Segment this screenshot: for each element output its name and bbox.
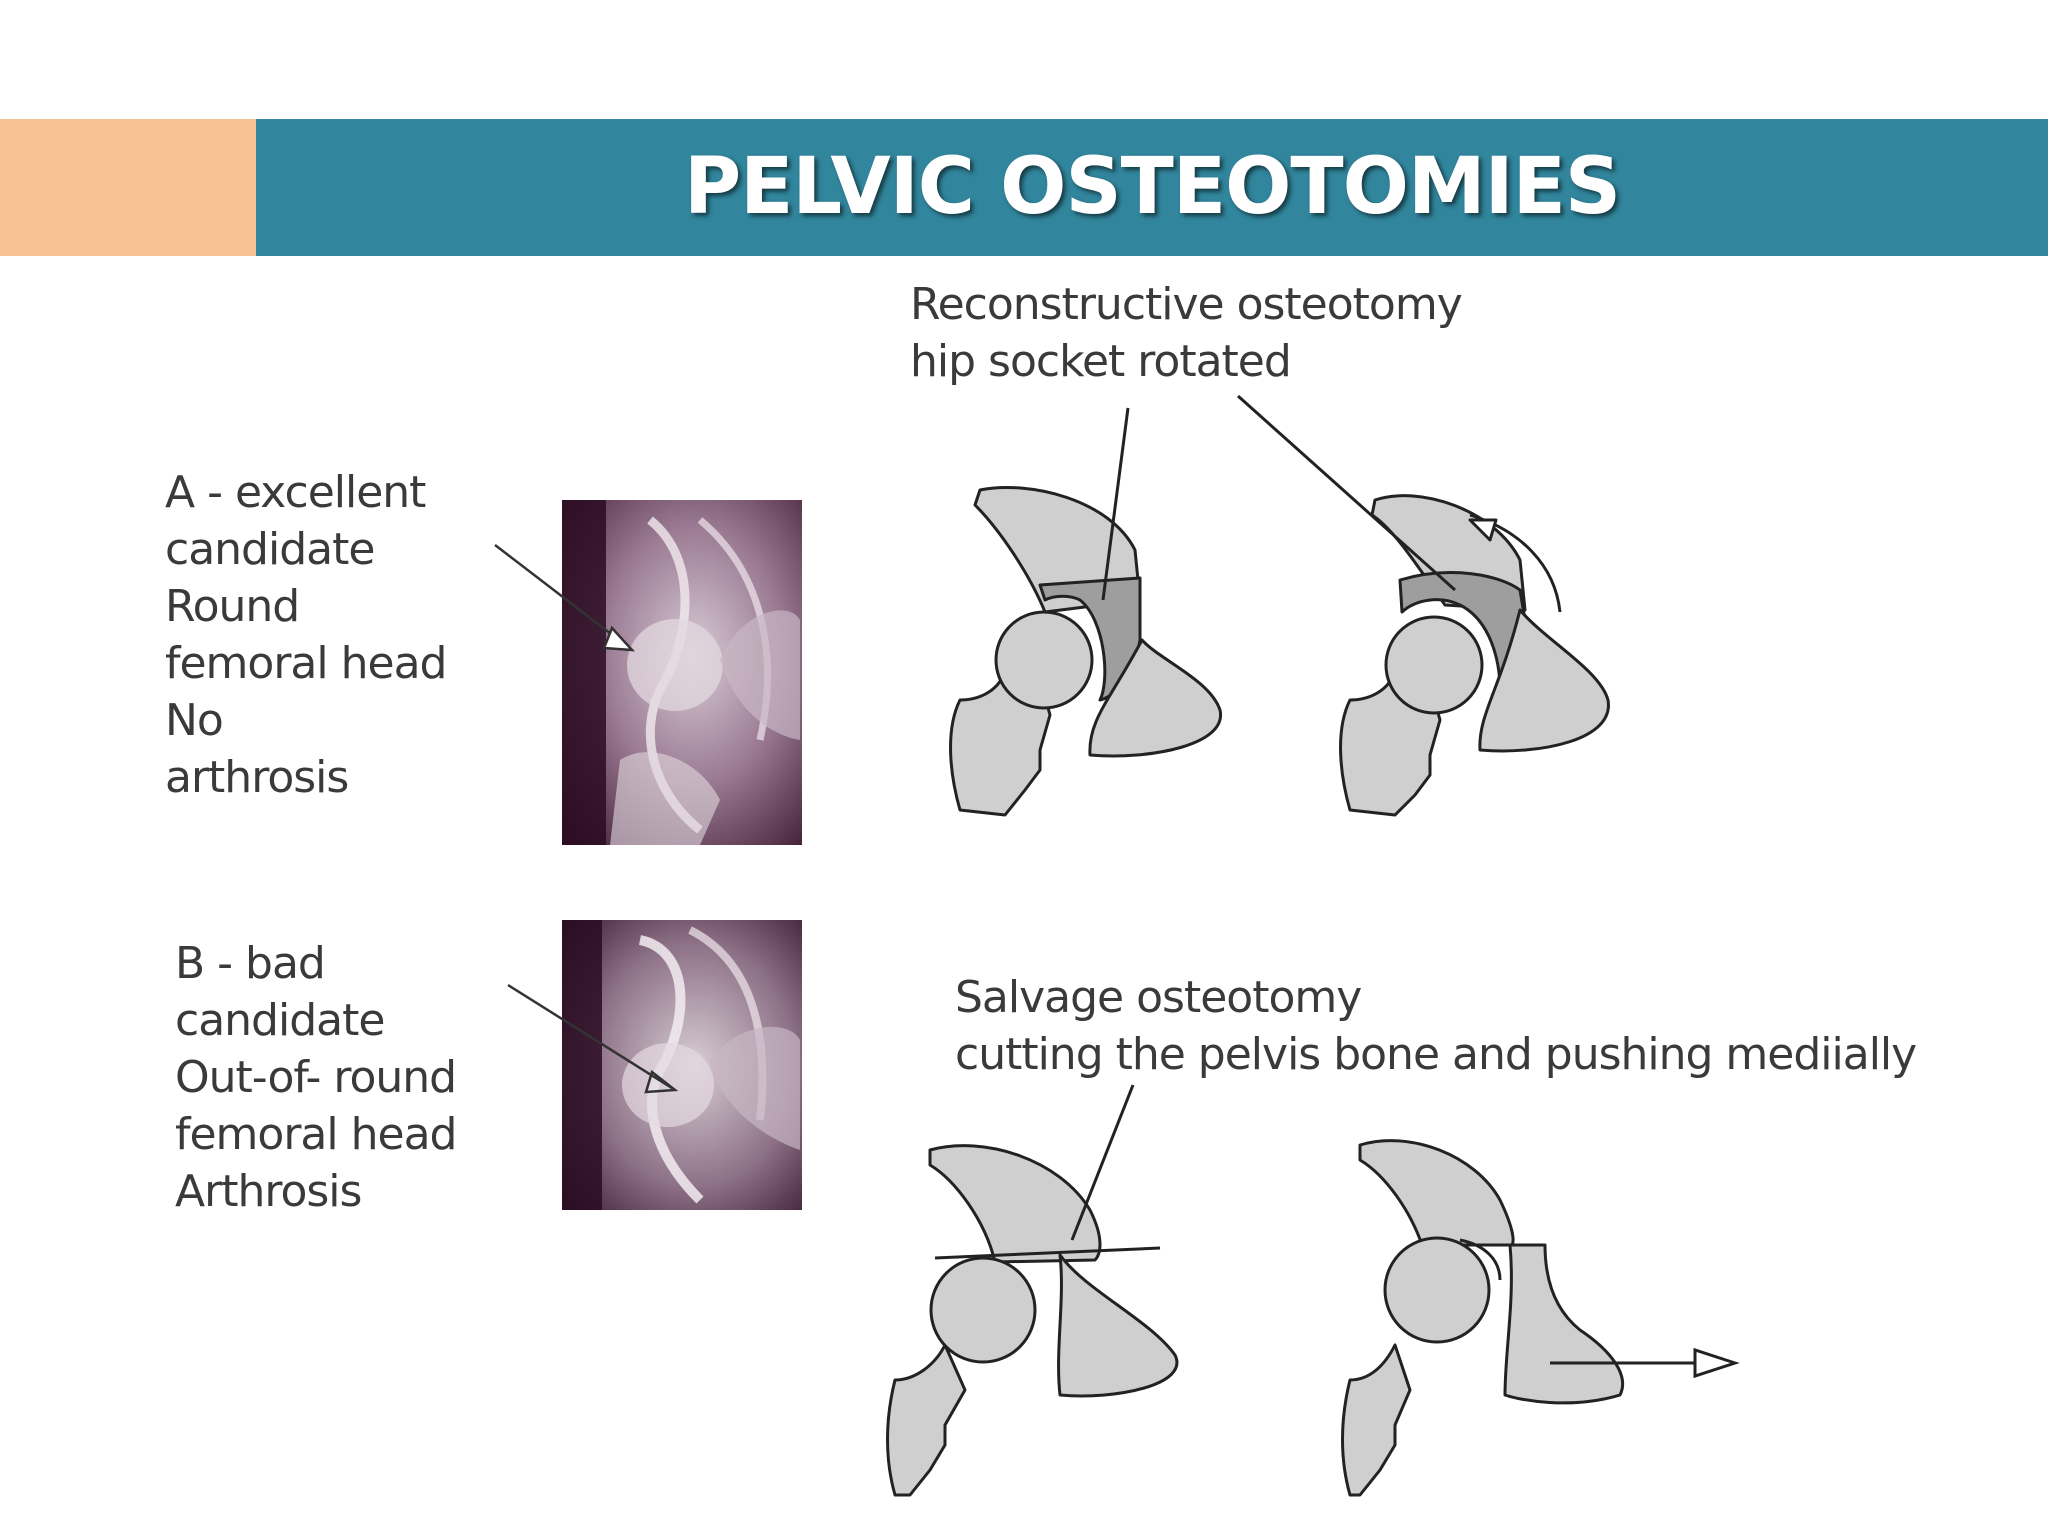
xray-image-a xyxy=(562,500,802,845)
caption-line: cutting the pelvis bone and pushing medi… xyxy=(955,1029,1917,1080)
caption-line: Round xyxy=(165,581,300,632)
reconstructive-diagram-after xyxy=(1339,494,1610,817)
title-bar: PELVIC OSTEOTOMIES xyxy=(256,119,2048,256)
caption-line: Reconstructive osteotomy xyxy=(910,279,1463,330)
caption-line: femoral head xyxy=(175,1109,457,1160)
medial-push-arrowhead xyxy=(1693,1347,1740,1379)
reconstructive-pointer-line-right xyxy=(1237,394,1456,592)
reconstructive-caption: Reconstructive osteotomy hip socket rota… xyxy=(910,276,1463,390)
reconstructive-diagram-before xyxy=(949,486,1222,817)
slide-title: PELVIC OSTEOTOMIES xyxy=(683,142,1621,232)
accent-block xyxy=(0,119,256,256)
xray-a-caption: A - excellent candidate Round femoral he… xyxy=(165,464,447,806)
caption-line: femoral head xyxy=(165,638,447,689)
xray-a-pointer-arrowhead xyxy=(602,625,636,652)
caption-line: hip socket rotated xyxy=(910,336,1292,387)
caption-line: arthrosis xyxy=(165,752,349,803)
caption-line: Salvage osteotomy xyxy=(955,972,1362,1023)
salvage-diagram-after xyxy=(1341,1139,1625,1497)
caption-line: No xyxy=(165,695,224,746)
caption-line: candidate xyxy=(165,524,375,575)
caption-line: A - excellent xyxy=(165,467,426,518)
xray-image-b xyxy=(562,920,802,1210)
xray-b-pointer-arrowhead xyxy=(644,1069,679,1094)
caption-line: Out-of- round xyxy=(175,1052,457,1103)
caption-line: Arthrosis xyxy=(175,1166,362,1217)
salvage-caption: Salvage osteotomy cutting the pelvis bon… xyxy=(955,969,1917,1083)
xray-b-pointer-line xyxy=(507,983,676,1092)
caption-line: B - bad xyxy=(175,938,326,989)
caption-line: candidate xyxy=(175,995,385,1046)
xray-b-caption: B - bad candidate Out-of- round femoral … xyxy=(175,935,457,1220)
salvage-diagram-before xyxy=(886,1144,1179,1497)
reconstructive-pointer-line-left xyxy=(1101,407,1130,601)
salvage-pointer-line xyxy=(1070,1084,1135,1241)
